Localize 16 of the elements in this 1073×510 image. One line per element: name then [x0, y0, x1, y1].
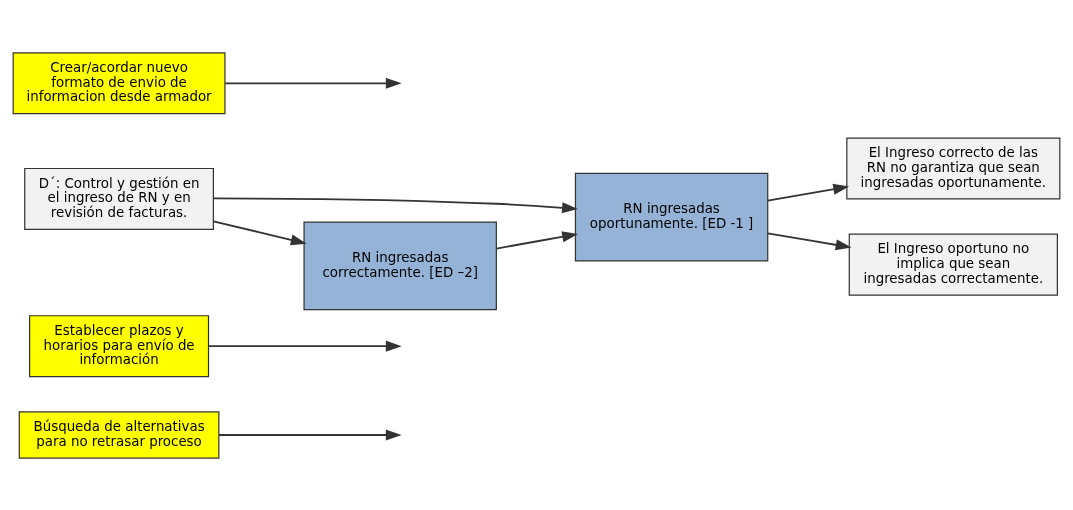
- arrow: [766, 183, 850, 202]
- arrow: [212, 197, 578, 213]
- arrow: [218, 428, 402, 441]
- node-box: D´: Control y gestión en el ingreso de RN y en revisión de facturas.: [24, 167, 214, 230]
- node-box: Establecer plazos y horarios para envío de información: [29, 314, 210, 377]
- node-box: Crear/acordar nuevo formato de envio de informacion desde armador: [12, 51, 226, 114]
- arrow: [212, 219, 307, 245]
- node-box: Búsqueda de alternativas para no retrasar proceso: [18, 410, 220, 459]
- arrow: [766, 231, 852, 250]
- arrow: [224, 77, 402, 89]
- arrow: [207, 340, 402, 352]
- node-box: El Ingreso correcto de las RN no garantiza que sean ingresadas oportunamente.: [846, 136, 1061, 199]
- node-box: RN ingresadas oportunamente. [ED -1 ]: [574, 172, 769, 262]
- arrow: [495, 230, 579, 250]
- node-box: RN ingresadas correctamente. [ED –2]: [303, 220, 497, 310]
- node-box: El Ingreso oportuno no implica que sean ingresadas correctamente.: [848, 233, 1058, 296]
